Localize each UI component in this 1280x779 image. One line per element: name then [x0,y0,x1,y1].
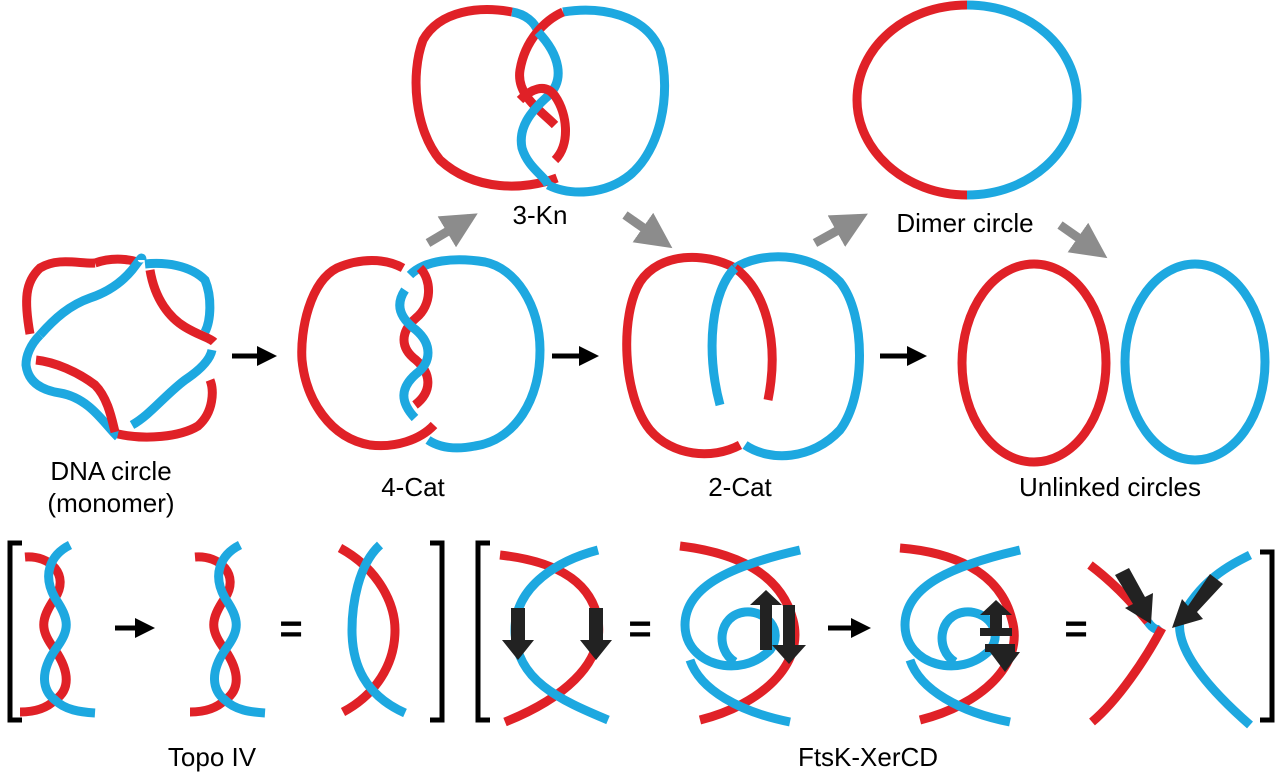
topo-iv-twist-before [19,540,96,718]
arrow-up [750,590,782,650]
label-topo-iv: Topo IV [168,742,257,772]
arrow-4cat-to-3kn [425,213,478,248]
label-dna-circle-line2: (monomer) [47,488,174,518]
label-four-cat: 4-Cat [381,472,445,502]
label-three-kn: 3-Kn [513,200,568,230]
bracket-xer-right [1260,549,1275,723]
arrow-exchange-bottom [985,644,1020,672]
arrow-2cat-to-dimer [812,213,868,247]
bracket-topo-left [7,540,22,723]
label-two-cat: 2-Cat [708,472,772,502]
arrow-converge-left [1115,568,1153,624]
topo-iv-twist-after [189,540,266,718]
equals-sign-topo: = [279,607,302,651]
label-unlinked-circles: Unlinked circles [1019,472,1201,502]
unlinked-circle-red [957,259,1111,467]
label-dna-circle-line1: DNA circle [50,456,171,486]
arrow-down-left [502,608,534,660]
bracket-xer-left [475,540,490,723]
two-cat-diagram [622,252,864,461]
arrow-down [772,605,806,664]
four-cat-diagram [297,255,545,453]
arrow-exchange-top [980,600,1012,636]
arrow-3kn-to-2cat [622,211,673,249]
xer-step-two [679,541,806,727]
equals-sign-xer-1: = [628,607,651,651]
dna-circle-monomer [21,253,218,442]
xer-step-three [899,543,1022,727]
bracket-topo-right [430,540,445,723]
dimer-circle-diagram [852,0,1082,200]
label-dimer-circle: Dimer circle [896,208,1033,238]
three-kn-diagram [411,5,670,197]
arrow-converge-right [1172,574,1223,628]
label-ftsk-xercd: FtsK-XerCD [798,742,938,772]
arrow-dimer-to-unlinked [1057,221,1108,259]
equals-sign-xer-2: = [1064,607,1087,651]
topo-iv-result [337,541,407,718]
arrow-down-right [580,608,612,660]
xer-step-one [499,545,612,727]
xer-result [1087,550,1253,729]
unlinked-circle-blue [1120,259,1270,465]
